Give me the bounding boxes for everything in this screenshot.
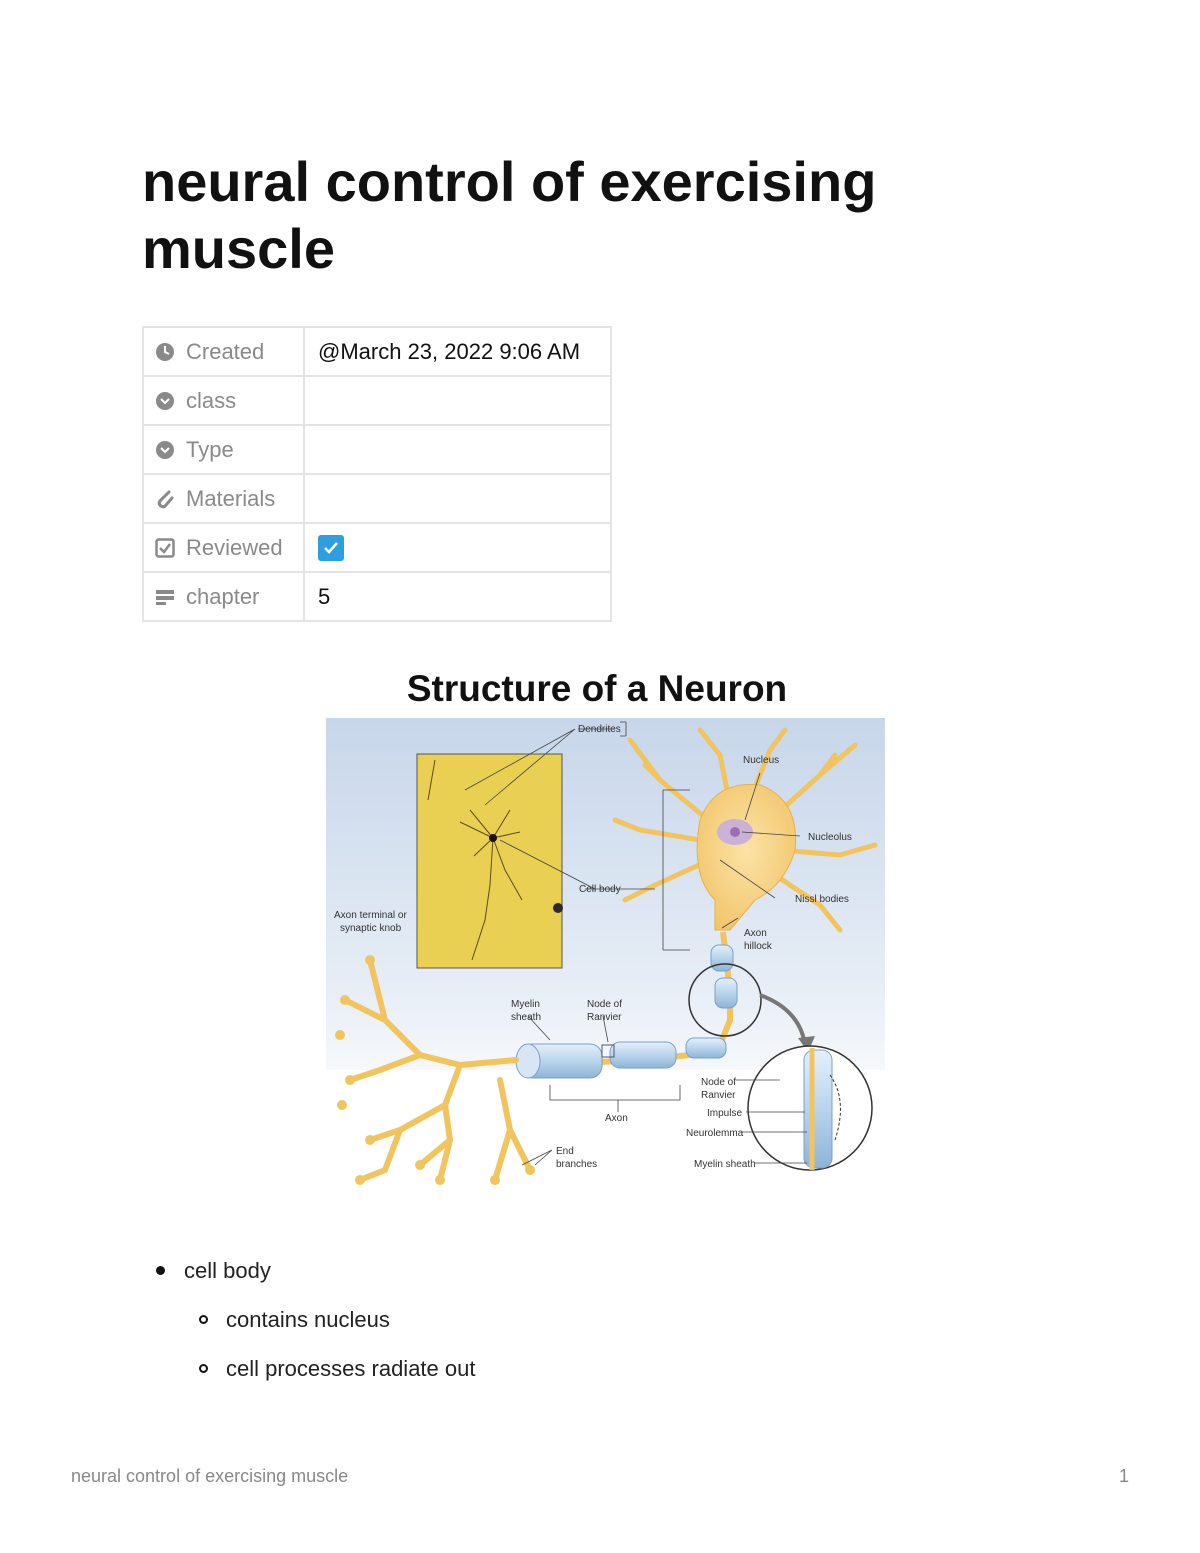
property-row-materials[interactable]: Materials bbox=[142, 473, 612, 524]
label-neurolemma: Neurolemma bbox=[686, 1128, 744, 1139]
label-dendrites: Dendrites bbox=[578, 724, 621, 735]
zoom-circle-small bbox=[688, 963, 762, 1037]
label-axon-terminal-1: Axon terminal or bbox=[334, 910, 407, 921]
label-cell-body: Cell body bbox=[579, 884, 621, 895]
nucleolus bbox=[730, 827, 740, 837]
bullet-icon bbox=[199, 1364, 208, 1373]
select-icon bbox=[154, 390, 176, 412]
cell-body bbox=[696, 783, 797, 931]
list-item: cell body bbox=[156, 1246, 475, 1295]
property-value-cell[interactable]: @March 23, 2022 9:06 AM bbox=[304, 326, 612, 377]
property-key: Reviewed bbox=[186, 534, 283, 560]
figure-title: Structure of a Neuron bbox=[406, 668, 788, 709]
reviewed-checkbox[interactable] bbox=[318, 535, 344, 562]
files-icon bbox=[154, 488, 176, 510]
list-item-text: cell processes radiate out bbox=[226, 1355, 476, 1381]
list-item-text: contains nucleus bbox=[226, 1306, 390, 1332]
label-inset-myelin: Myelin sheath bbox=[694, 1159, 756, 1170]
property-key-cell: chapter bbox=[142, 571, 305, 622]
label-nucleolus: Nucleolus bbox=[808, 832, 852, 843]
property-value-cell[interactable] bbox=[304, 473, 612, 524]
page-title: neural control of exercising muscle bbox=[142, 150, 877, 280]
property-value-cell[interactable] bbox=[304, 375, 612, 426]
bullet-icon bbox=[156, 1266, 165, 1275]
label-inset-node-1: Node of bbox=[701, 1077, 736, 1088]
property-value: @March 23, 2022 9:06 AM bbox=[318, 338, 581, 364]
label-myelin-sheath-2: sheath bbox=[511, 1012, 541, 1023]
list-item-text: cell body bbox=[184, 1257, 271, 1283]
property-key-cell: Type bbox=[142, 424, 305, 475]
checkbox-icon bbox=[154, 537, 176, 559]
axon bbox=[515, 931, 738, 1079]
footer-page-number: 1 bbox=[1118, 1466, 1129, 1486]
property-value: 5 bbox=[318, 583, 331, 609]
clock-icon bbox=[154, 341, 176, 363]
list-item: cell processes radiate out bbox=[156, 1344, 475, 1393]
label-myelin-sheath-1: Myelin bbox=[511, 999, 540, 1010]
property-key-cell: Materials bbox=[142, 473, 305, 524]
label-axon: Axon bbox=[605, 1113, 628, 1124]
label-nissl-bodies: Nissl bodies bbox=[795, 894, 849, 905]
neuron-figure: Dendrites Nucleus Nucleolus Cell body Ni… bbox=[260, 660, 920, 1220]
label-impulse: Impulse bbox=[707, 1108, 742, 1119]
property-key: chapter bbox=[186, 583, 260, 609]
bullet-list: cell body contains nucleus cell processes … bbox=[156, 1246, 475, 1393]
label-inset-node-2: Ranvier bbox=[701, 1090, 736, 1101]
property-row-type[interactable]: Type bbox=[142, 424, 612, 475]
micrograph-inset bbox=[416, 753, 563, 969]
property-value-cell[interactable] bbox=[304, 522, 612, 573]
property-value-cell[interactable]: 5 bbox=[304, 571, 612, 622]
label-end-branches-1: End bbox=[556, 1146, 574, 1157]
property-key: Type bbox=[186, 436, 234, 462]
property-row-created[interactable]: Created @March 23, 2022 9:06 AM bbox=[142, 326, 612, 377]
property-key-cell: class bbox=[142, 375, 305, 426]
bullet-icon bbox=[199, 1315, 208, 1324]
text-icon bbox=[154, 586, 176, 608]
property-key: class bbox=[186, 387, 237, 413]
select-icon bbox=[154, 439, 176, 461]
list-item: contains nucleus bbox=[156, 1295, 475, 1344]
property-row-reviewed[interactable]: Reviewed bbox=[142, 522, 612, 573]
label-end-branches-2: branches bbox=[556, 1159, 597, 1170]
label-nucleus: Nucleus bbox=[743, 755, 779, 766]
property-key: Materials bbox=[186, 485, 276, 511]
label-axon-terminal-2: synaptic knob bbox=[340, 923, 402, 934]
label-node-ranvier-1: Node of bbox=[587, 999, 622, 1010]
property-key-cell: Created bbox=[142, 326, 305, 377]
property-key-cell: Reviewed bbox=[142, 522, 305, 573]
label-node-ranvier-2: Ranvier bbox=[587, 1012, 622, 1023]
property-row-class[interactable]: class bbox=[142, 375, 612, 426]
end-branches bbox=[342, 957, 533, 1183]
footer-title: neural control of exercising muscle bbox=[71, 1466, 349, 1486]
property-value-cell[interactable] bbox=[304, 424, 612, 475]
property-row-chapter[interactable]: chapter 5 bbox=[142, 571, 612, 622]
label-axon-hillock-2: hillock bbox=[744, 941, 773, 952]
label-axon-hillock-1: Axon bbox=[744, 928, 767, 939]
neuron-diagram: Dendrites Nucleus Nucleolus Cell body Ni… bbox=[326, 718, 885, 1185]
property-key: Created bbox=[186, 338, 265, 364]
